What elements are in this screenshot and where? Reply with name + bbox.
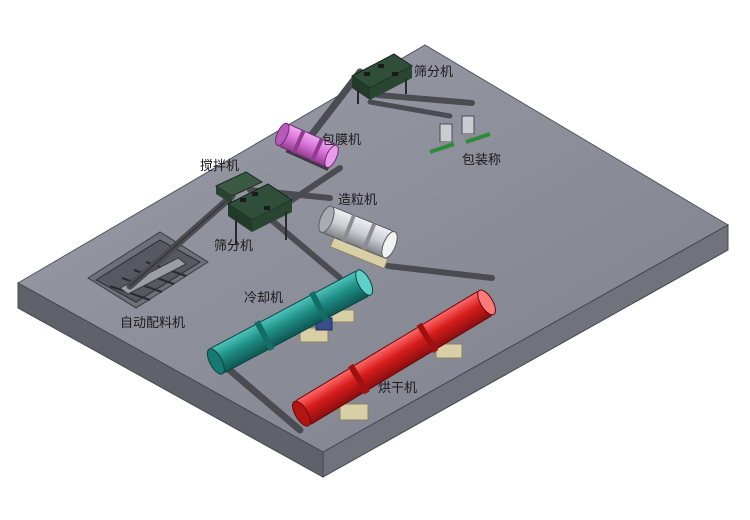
label-screening-machine-top: 筛分机 <box>414 65 453 80</box>
mixer-machine <box>214 171 264 204</box>
cooling-machine <box>206 269 374 375</box>
label-screening-machine-middle: 筛分机 <box>214 239 253 254</box>
screening-machine-middle <box>227 183 293 244</box>
coating-machine <box>275 122 339 171</box>
conveyor-granulator-to-dryer <box>385 263 495 281</box>
packing-scale <box>429 115 491 154</box>
label-granulator: 造粒机 <box>338 193 377 208</box>
label-batching-machine: 自动配料机 <box>120 316 185 331</box>
label-cooler: 冷却机 <box>244 291 283 306</box>
granulator-machine <box>318 205 398 270</box>
platform-side <box>322 224 729 478</box>
label-coating-machine: 包膜机 <box>322 133 361 148</box>
label-mixer: 搅拌机 <box>200 158 239 174</box>
conveyor-cooler-to-screen <box>259 209 343 281</box>
conveyor-top-screen-to-packing <box>375 92 475 106</box>
label-packing-scale: 包装称 <box>462 153 501 168</box>
drying-machine <box>292 289 496 427</box>
label-dryer: 烘干机 <box>378 381 417 396</box>
machine-labels: 筛分机 包膜机 包装称 搅拌机 造粒机 筛分机 冷却机 自动配料机 烘干机 <box>120 65 501 396</box>
screening-machine-top <box>351 53 413 104</box>
